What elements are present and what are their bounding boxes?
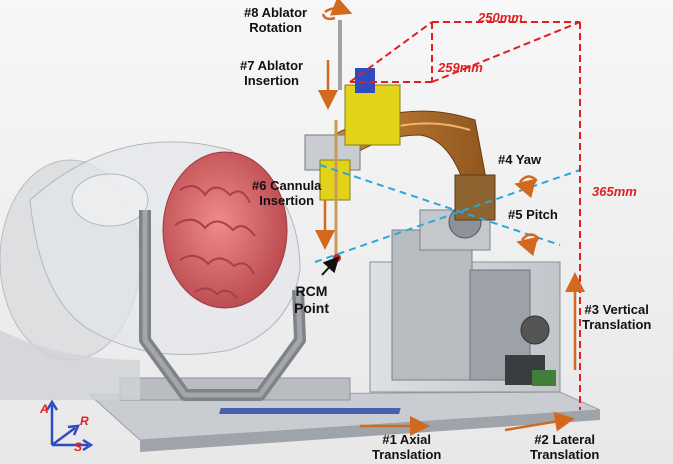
robot-base [369,205,561,393]
axis-label-r: R [80,414,89,428]
coordinate-axes [45,399,94,452]
dimension-box [349,21,581,410]
dimension-width: 250mm [478,10,523,25]
brain-model [162,151,288,309]
label-pitch: #5 Pitch [508,207,558,222]
rcm-pointer [321,256,340,276]
axis-label-a: A [40,402,49,416]
dimension-depth: 259mm [438,60,483,75]
dimension-height: 365mm [592,184,637,199]
motion-arrows [315,0,585,436]
label-yaw: #4 Yaw [498,152,542,167]
axis-label-s: S [74,440,83,454]
head-holder-frame [139,210,306,401]
